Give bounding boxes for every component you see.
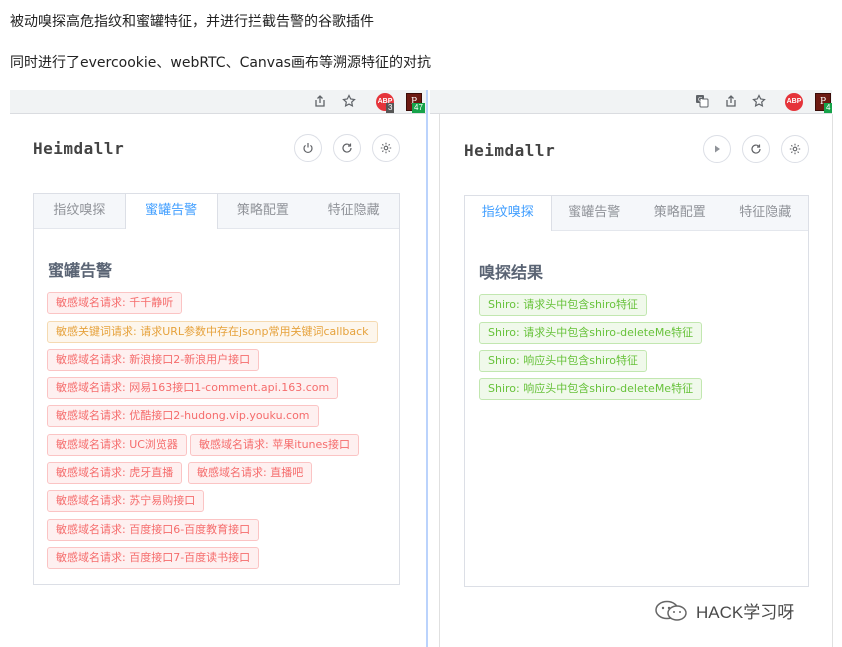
refresh-button[interactable] <box>742 135 770 163</box>
app-title: Heimdallr <box>464 141 556 160</box>
alert-tag: 敏感域名请求: 苹果itunes接口 <box>190 434 360 456</box>
settings-button[interactable] <box>781 135 809 163</box>
tab-fingerprint-sniff[interactable]: 指纹嗅探 <box>53 203 106 218</box>
heimdallr-badge: 47 <box>412 103 425 113</box>
result-tag: Shiro: 响应头中包含shiro-deleteMe特征 <box>479 378 703 400</box>
tab-bar: 指纹嗅探 蜜罐告警 策略配置 特征隐藏 <box>465 196 808 231</box>
result-tag: Shiro: 请求头中包含shiro-deleteMe特征 <box>479 322 703 344</box>
share-icon[interactable] <box>723 94 739 110</box>
gear-icon <box>380 142 392 154</box>
wechat-icon <box>654 600 690 622</box>
alert-tag: 敏感域名请求: 虎牙直播 <box>47 462 183 484</box>
tab-honeypot-alert[interactable]: 蜜罐告警 <box>124 194 218 229</box>
settings-button[interactable] <box>372 134 400 162</box>
share-icon[interactable] <box>312 94 328 110</box>
section-title: 嗅探结果 <box>479 263 544 282</box>
alert-tag: 敏感关键词请求: 请求URL参数中存在jsonp常用关键词callback <box>47 321 378 343</box>
browser-toolbar-right: G ABP P 4 <box>430 90 833 114</box>
alert-tag: 敏感域名请求: 优酷接口2-hudong.vip.youku.com <box>47 405 319 427</box>
alert-tag: 敏感域名请求: 百度接口6-百度教育接口 <box>47 519 260 541</box>
alert-tag: 敏感域名请求: 新浪接口2-新浪用户接口 <box>47 349 260 371</box>
alert-tag: 敏感域名请求: 直播吧 <box>188 462 313 484</box>
tab-policy-config[interactable]: 策略配置 <box>236 203 289 218</box>
gear-icon <box>789 143 801 155</box>
alert-tag: 敏感域名请求: 网易163接口1-comment.api.163.com <box>47 377 339 399</box>
refresh-icon <box>342 143 352 153</box>
right-tab-card: 指纹嗅探 蜜罐告警 策略配置 特征隐藏 嗅探结果 Shiro: 请求头中包含sh… <box>464 195 809 587</box>
window-divider <box>426 90 428 647</box>
intro-line-1: 被动嗅探高危指纹和蜜罐特征，并进行拦截告警的谷歌插件 <box>10 14 374 30</box>
tab-policy-config[interactable]: 策略配置 <box>653 205 706 220</box>
browser-toolbar-left: ABP 3 P 47 <box>10 90 426 114</box>
power-icon <box>303 143 313 154</box>
app-title: Heimdallr <box>33 139 125 158</box>
section-title: 蜜罐告警 <box>48 261 113 280</box>
result-tag: Shiro: 请求头中包含shiro特征 <box>479 294 647 316</box>
popup-right-edge <box>832 114 833 647</box>
left-tab-card: 指纹嗅探 蜜罐告警 策略配置 特征隐藏 蜜罐告警 敏感域名请求: 千千静听 敏感… <box>33 193 400 585</box>
alert-tag: 敏感域名请求: 苏宁易购接口 <box>47 490 205 512</box>
star-icon[interactable] <box>751 94 767 110</box>
refresh-icon <box>751 144 761 154</box>
tab-honeypot-alert[interactable]: 蜜罐告警 <box>568 205 621 220</box>
power-button[interactable] <box>294 134 322 162</box>
play-button[interactable] <box>703 135 731 163</box>
svg-text:G: G <box>698 97 703 104</box>
tab-feature-hide[interactable]: 特征隐藏 <box>327 203 380 218</box>
tab-fingerprint-sniff[interactable]: 指纹嗅探 <box>465 196 552 231</box>
result-tag: Shiro: 响应头中包含shiro特征 <box>479 350 647 372</box>
intro-line-2: 同时进行了evercookie、webRTC、Canvas画布等溯源特征的对抗 <box>10 55 431 71</box>
tab-bar: 指纹嗅探 蜜罐告警 策略配置 特征隐藏 <box>34 194 399 229</box>
popup-left-edge <box>439 114 440 647</box>
heimdallr-badge: 4 <box>824 103 833 113</box>
alert-tag: 敏感域名请求: UC浏览器 <box>47 434 187 456</box>
adblock-extension-icon[interactable]: ABP <box>785 93 803 111</box>
star-icon[interactable] <box>341 94 357 110</box>
watermark: HACK学习呀 <box>654 598 794 623</box>
alert-tag: 敏感域名请求: 千千静听 <box>47 292 183 314</box>
alert-tag: 敏感域名请求: 百度接口7-百度读书接口 <box>47 547 260 569</box>
play-icon <box>715 145 720 153</box>
translate-icon[interactable]: G <box>694 94 710 110</box>
adblock-badge: 3 <box>386 103 395 113</box>
watermark-text: HACK学习呀 <box>696 603 795 622</box>
tab-feature-hide[interactable]: 特征隐藏 <box>739 205 792 220</box>
refresh-button[interactable] <box>333 134 361 162</box>
